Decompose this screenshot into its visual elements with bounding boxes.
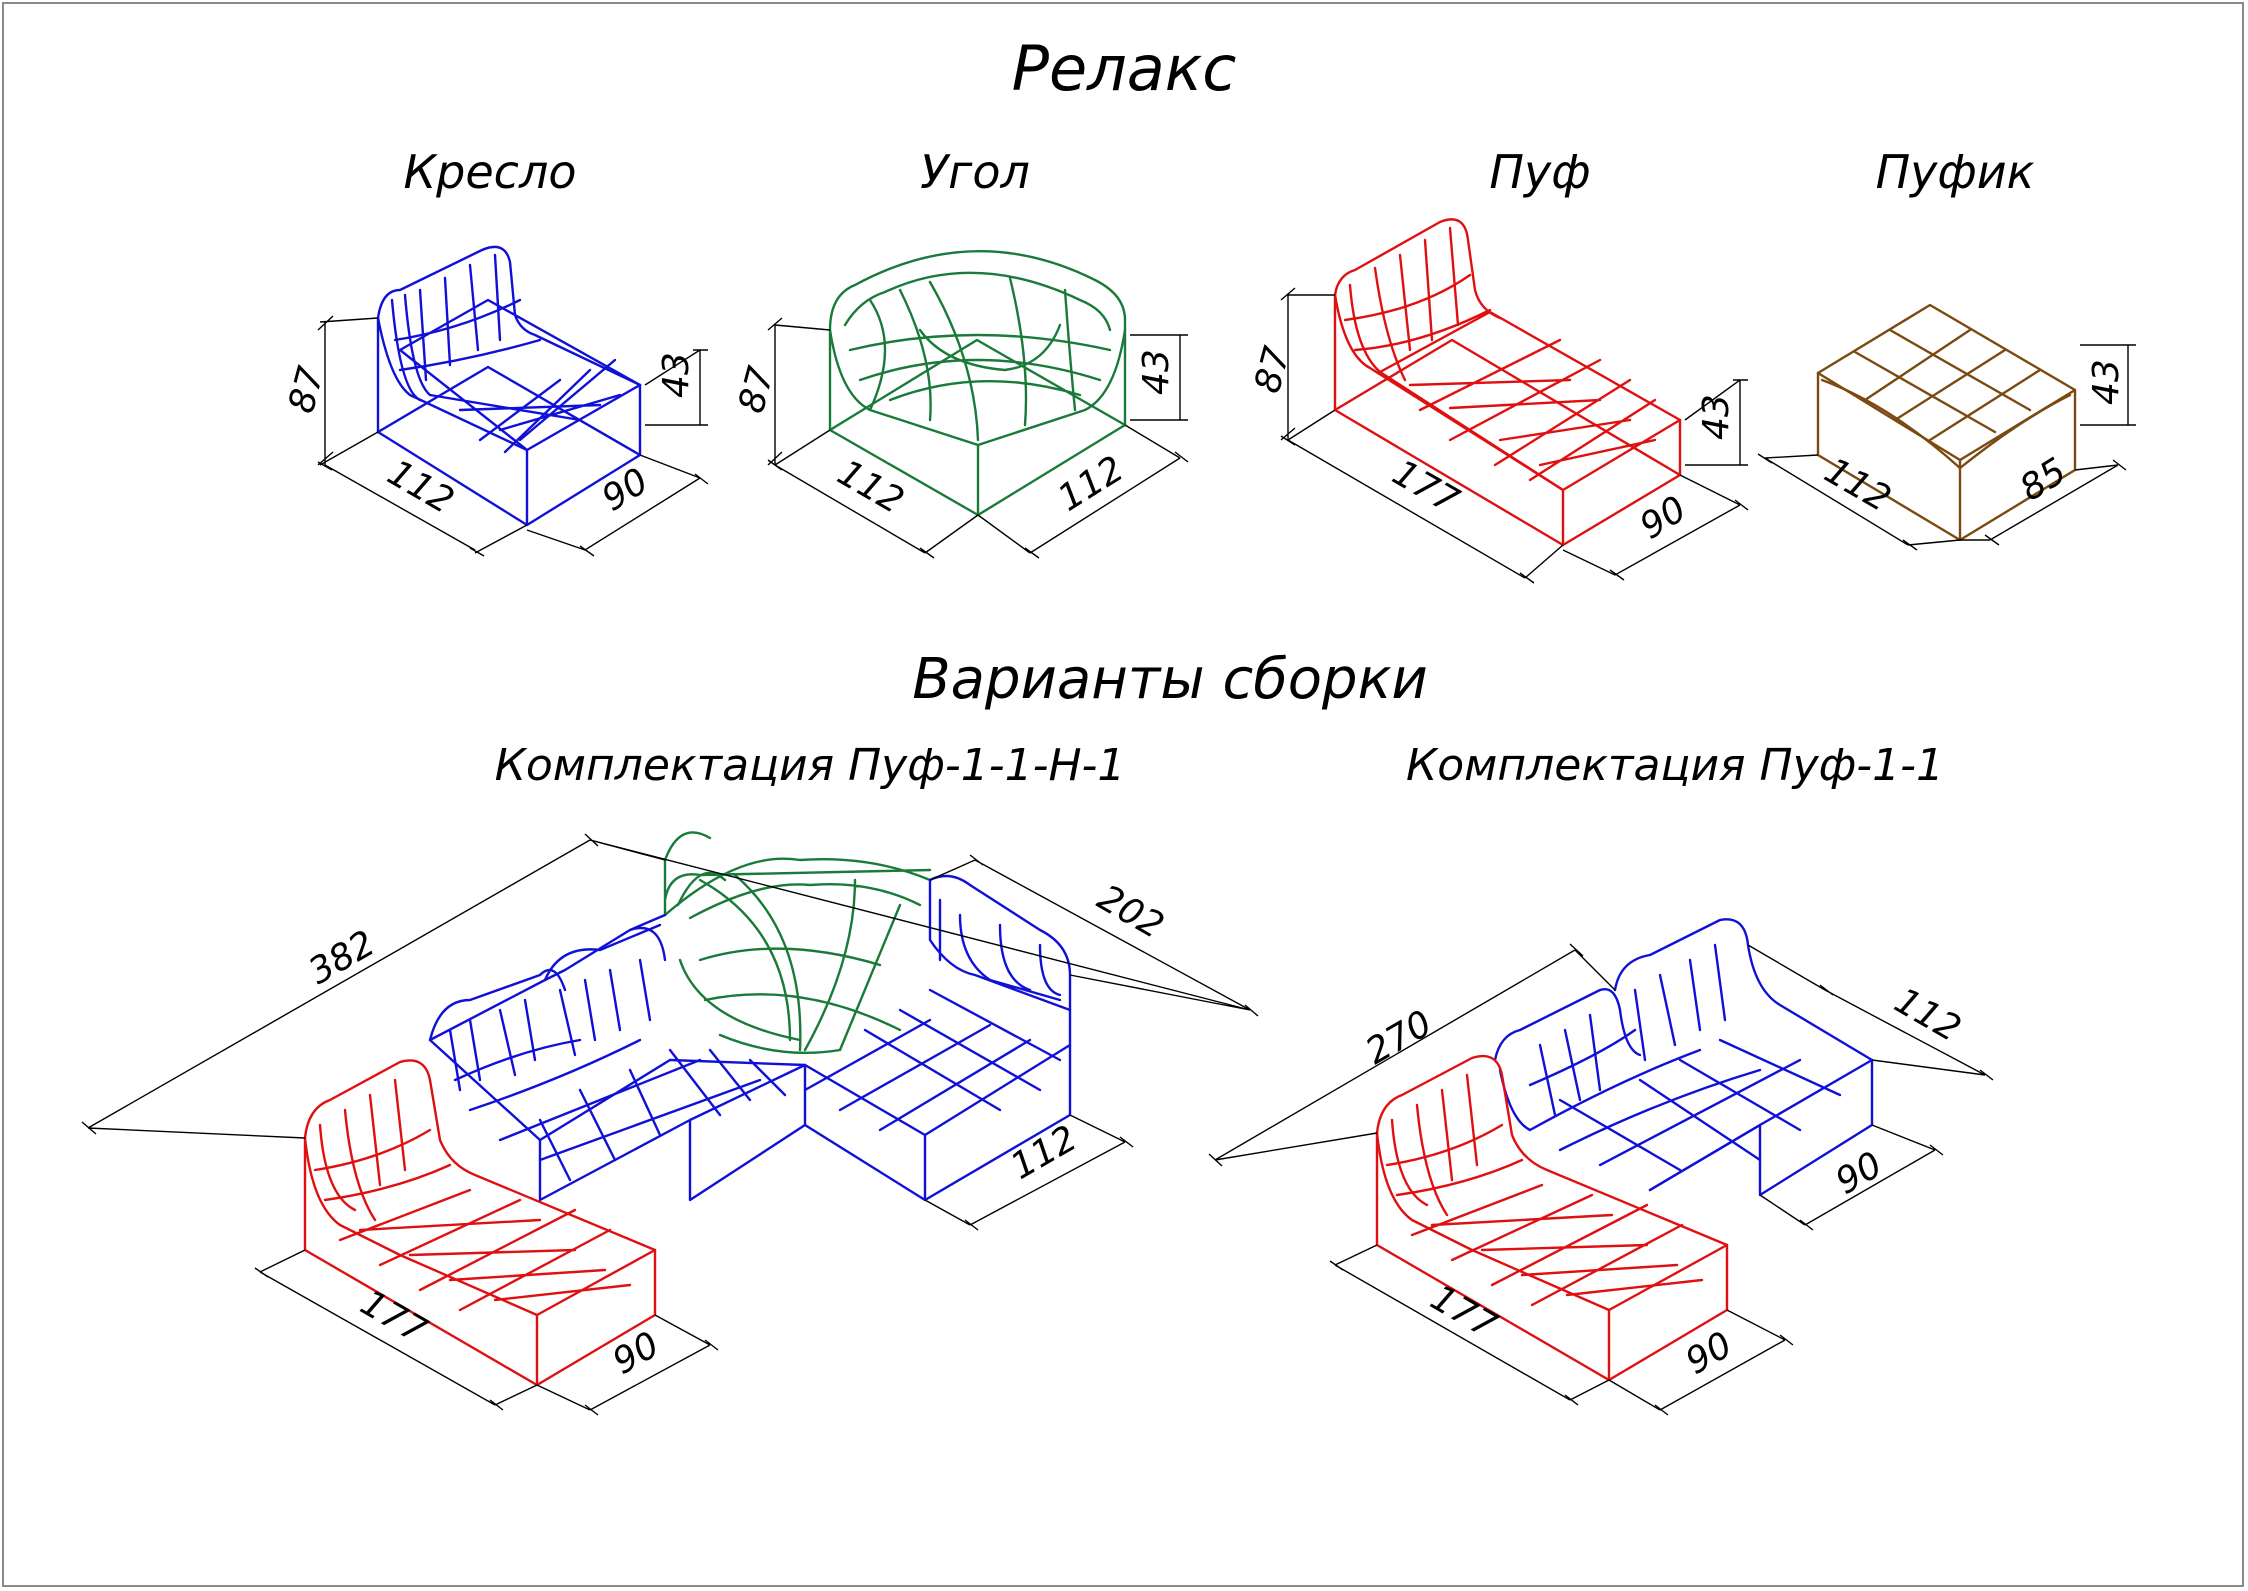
main-title: Релакс	[1012, 32, 1237, 105]
armchair-dim-width: 112	[381, 452, 461, 522]
assembly-2-dim-total: 270	[1359, 1003, 1439, 1073]
assembly-2-dimensions: 270 112 90 177 90	[1208, 943, 1994, 1416]
small-pouf-dim-seat: 43	[2086, 359, 2127, 405]
assembly-2-drawing	[1375, 918, 1874, 1382]
small-pouf-dimensions: 112 85 43	[1757, 344, 2136, 551]
pouf-dimensions: 87 177 90 43	[1247, 287, 1749, 584]
corner-drawing	[828, 250, 1127, 517]
module-label-pouf: Пуф	[1489, 145, 1590, 199]
module-label-corner: Угол	[920, 145, 1030, 199]
assembly-label-2: Комплектация Пуф-1-1	[1406, 740, 1944, 791]
module-label-small-pouf: Пуфик	[1876, 145, 2035, 199]
assembly-1-dimensions: 382 202 112 177 90	[81, 833, 1259, 1416]
assembly-1-dim-wing: 202	[1091, 877, 1171, 947]
armchair-dim-seat: 43	[656, 352, 697, 398]
module-label-armchair: Кресло	[404, 145, 577, 199]
pouf-drawing	[1333, 218, 1682, 547]
assembly-1-dim-pouf-length: 177	[354, 1282, 434, 1352]
assembly-heading: Варианты сборки	[912, 647, 1428, 712]
assembly-label-1: Комплектация Пуф-1-1-Н-1	[495, 740, 1126, 791]
pouf-dim-seat: 43	[1696, 394, 1737, 440]
assembly-2-dim-pouf-length: 177	[1424, 1277, 1504, 1347]
pouf-dim-height: 87	[1247, 342, 1298, 397]
assembly-2-dim-depth: 90	[1829, 1144, 1889, 1202]
pouf-dim-width: 177	[1386, 452, 1466, 522]
assembly-1-drawing	[303, 831, 1072, 1387]
small-pouf-dim-depth: 85	[2013, 451, 2074, 510]
corner-dim-width: 112	[831, 452, 911, 522]
corner-dim-seat: 43	[1136, 349, 1177, 395]
assembly-1-dim-depth: 112	[1004, 1118, 1084, 1188]
assembly-2-dim-wing: 112	[1888, 980, 1968, 1050]
armchair-drawing	[376, 245, 642, 527]
corner-dim-depth: 112	[1051, 448, 1131, 519]
